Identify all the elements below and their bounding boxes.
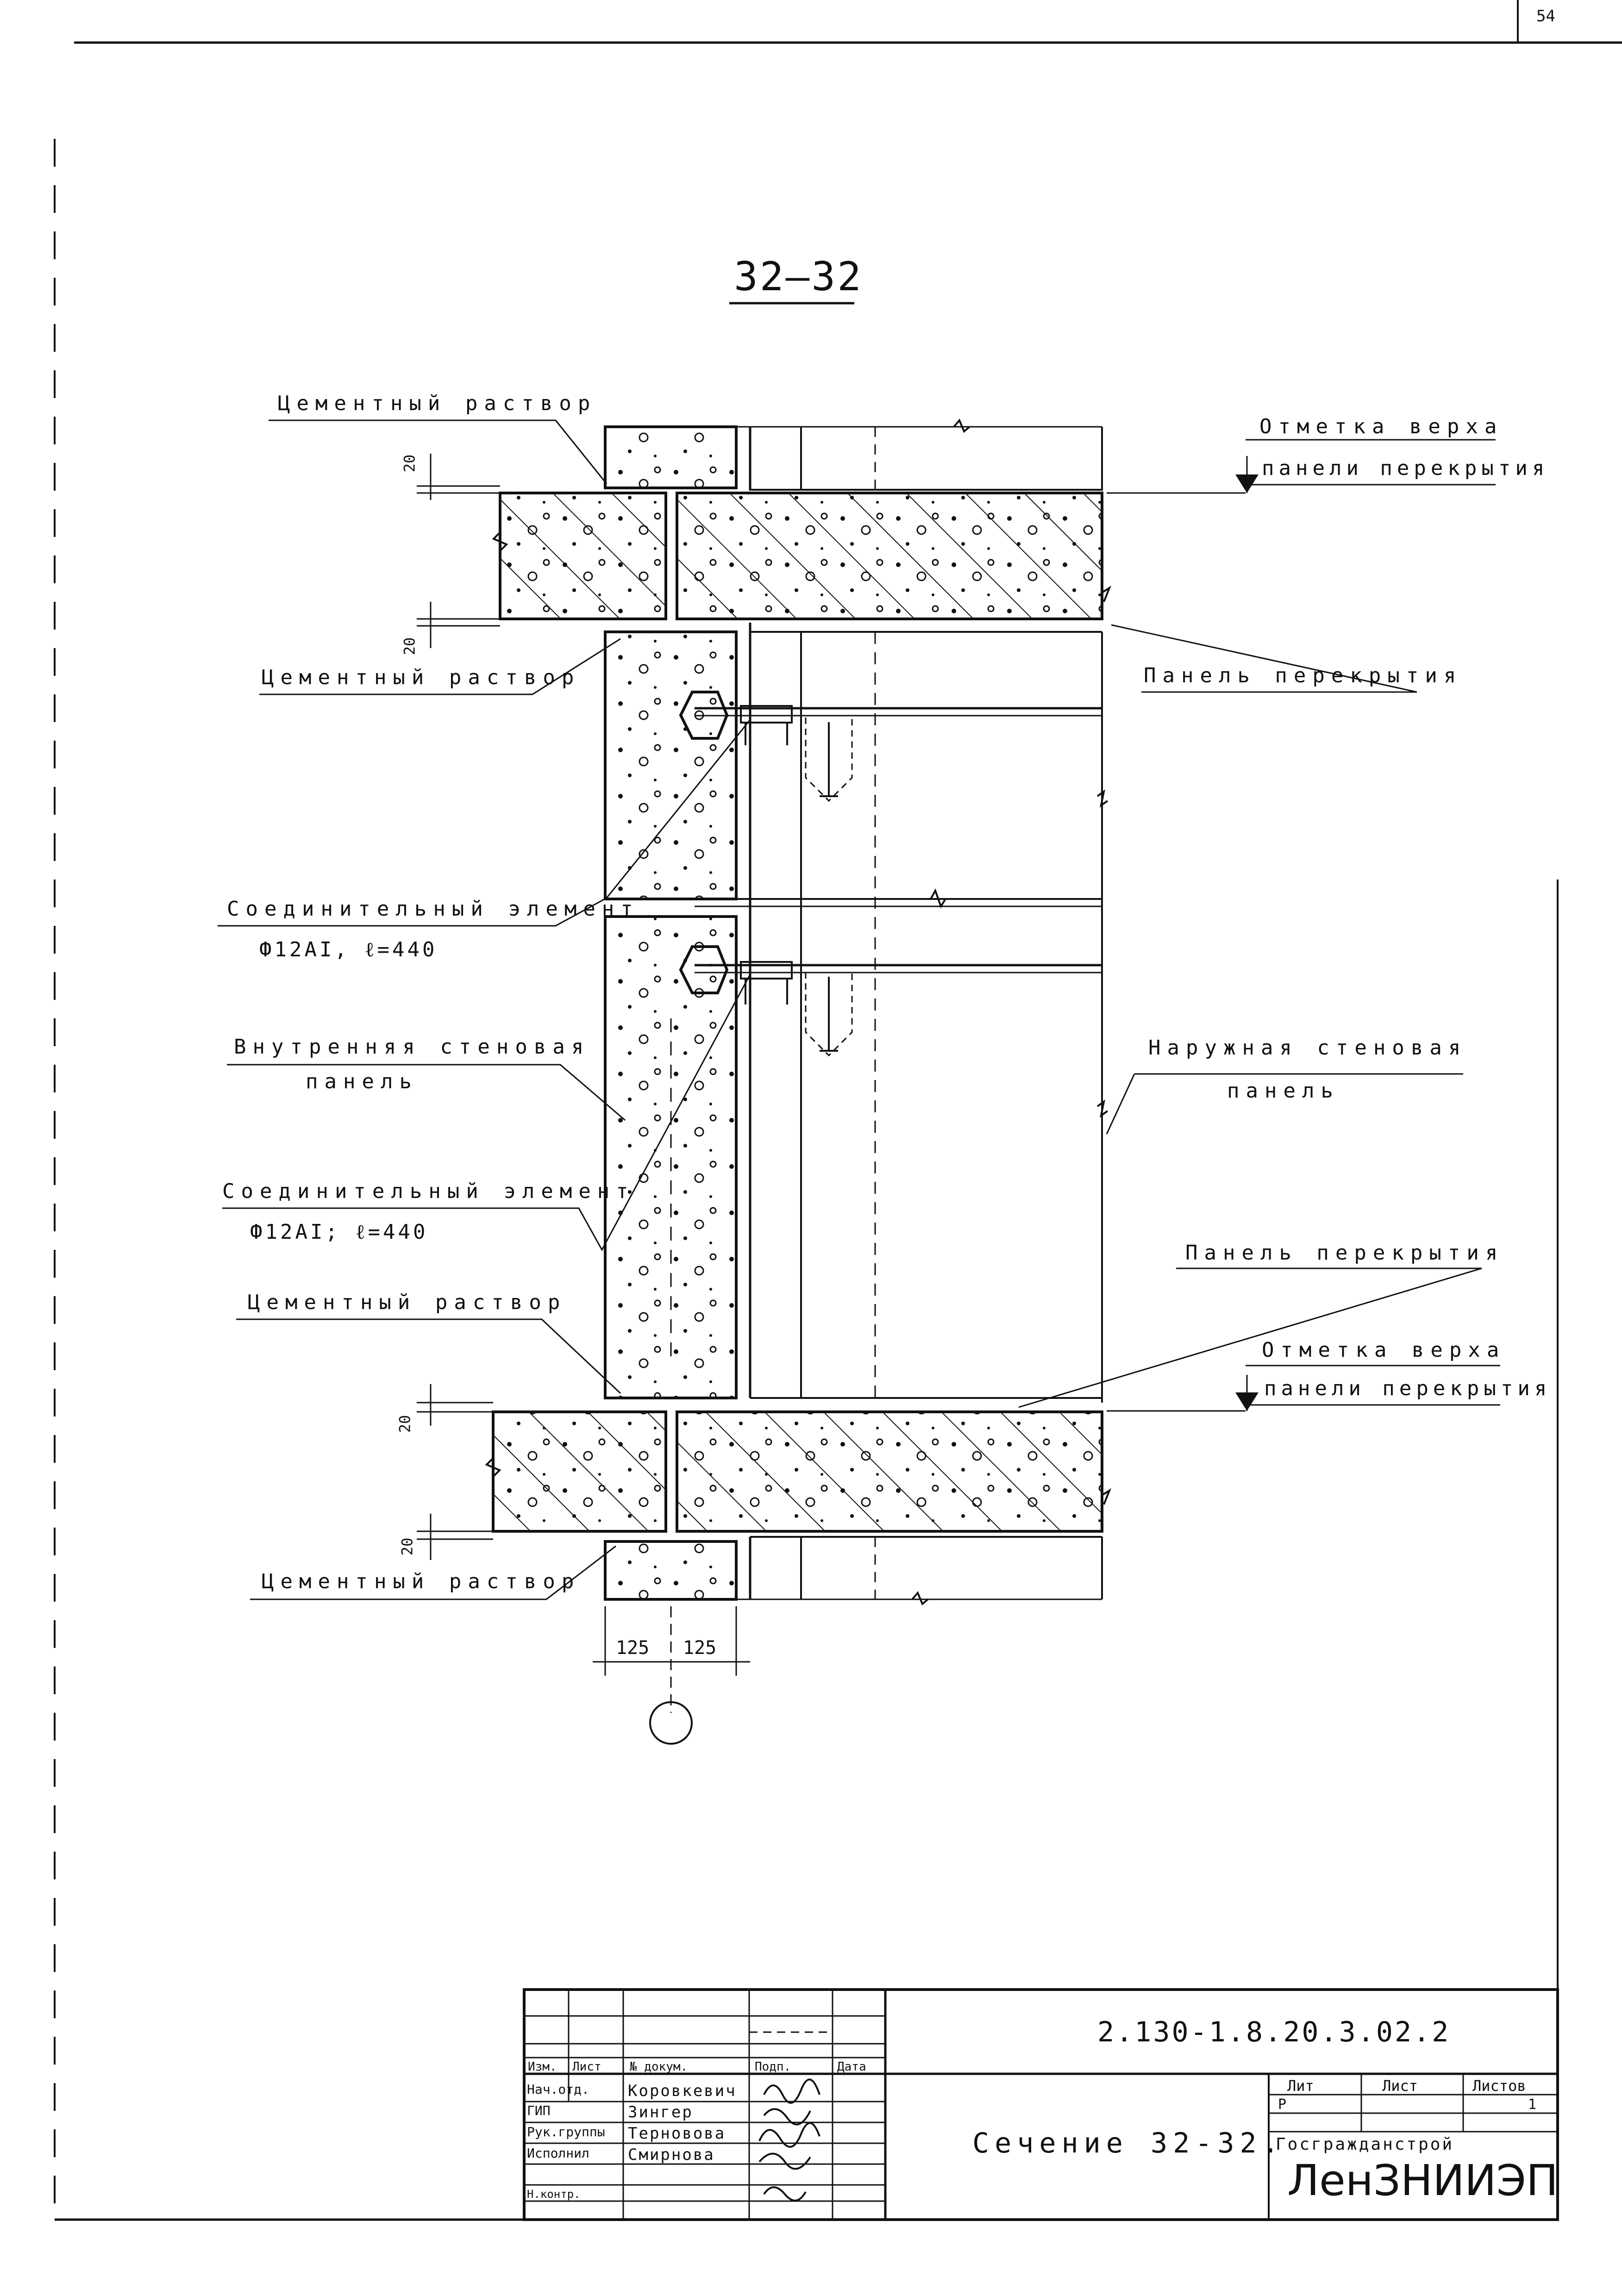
label-floor-panel-2: Панель перекрытия xyxy=(1185,1241,1504,1265)
name-1: Коровкевич xyxy=(628,2082,737,2100)
anchor-plate-upper xyxy=(679,691,729,740)
col-sign: Подп. xyxy=(755,2060,791,2074)
role-1: Нач.отд. xyxy=(527,2082,589,2097)
label-connector-2: Соединительный элемент xyxy=(222,1179,635,1203)
anchor-plate-lower xyxy=(679,945,729,994)
name-3: Терновова xyxy=(628,2124,726,2143)
col-doc: № докум. xyxy=(630,2060,688,2074)
label-elevation-top-2: Отметка верха xyxy=(1262,1338,1506,1362)
stage-value: Р xyxy=(1278,2096,1287,2113)
label-cement-mortar-2: Цементный раствор xyxy=(262,666,581,689)
name-2: Зингер xyxy=(628,2103,693,2121)
sheets-total: 1 xyxy=(1528,2096,1537,2113)
org-top: Госгражданстрой xyxy=(1276,2135,1454,2154)
label-outer-panel-1: Наружная стеновая xyxy=(1148,1036,1467,1060)
label-cement-mortar-1: Цементный раствор xyxy=(278,392,597,415)
role-4: Исполнил xyxy=(527,2146,589,2161)
org-name: ЛенЗНИИЭП xyxy=(1287,2156,1559,2205)
label-outer-panel-2: панель xyxy=(1227,1079,1340,1103)
label-connector-1: Соединительный элемент xyxy=(227,897,639,921)
label-connector-1-spec: Ф12АI, ℓ=440 xyxy=(259,938,438,961)
label-connector-2-spec: Ф12АI; ℓ=440 xyxy=(250,1220,428,1244)
name-4: Смирнова xyxy=(628,2146,715,2164)
dim-20-b: 20 xyxy=(401,637,419,655)
stage-header: Лит xyxy=(1287,2077,1314,2095)
label-cement-mortar-3: Цементный раствор xyxy=(248,1291,567,1314)
title-block-grid xyxy=(523,1988,1559,2221)
label-floor-panel-1: Панель перекрытия xyxy=(1144,664,1463,687)
dim-125-right: 125 xyxy=(683,1637,717,1659)
document-code: 2.130-1.8.20.3.02.2 xyxy=(1097,2016,1451,2048)
dim-20-d: 20 xyxy=(398,1537,416,1556)
dim-125-left: 125 xyxy=(616,1637,650,1659)
page-number: 54 xyxy=(1536,7,1555,25)
label-inner-panel-2: панель xyxy=(306,1070,418,1093)
sheet-header: Лист xyxy=(1382,2077,1418,2095)
role-3: Рук.группы xyxy=(527,2124,605,2140)
lower-wall-stub xyxy=(604,1540,738,1601)
signatures xyxy=(758,2078,820,2202)
dim-20-a: 20 xyxy=(401,454,419,473)
sheet-title: Сечение 32-32. xyxy=(972,2127,1284,2159)
col-date: Дата xyxy=(837,2060,866,2074)
col-izm: Изм. xyxy=(528,2060,557,2074)
inner-wall-upper xyxy=(604,630,738,900)
section-title: 32–32 xyxy=(734,254,863,300)
label-cement-mortar-4: Цементный раствор xyxy=(262,1570,581,1593)
axis-marker xyxy=(649,1701,693,1745)
label-inner-panel-1: Внутренняя стеновая xyxy=(234,1035,590,1059)
role-2: ГИП xyxy=(527,2103,551,2118)
label-elevation-bottom-2: панели перекрытия xyxy=(1264,1377,1552,1400)
col-list: Лист xyxy=(572,2060,601,2074)
sheets-header: Листов xyxy=(1472,2077,1526,2095)
dim-20-c: 20 xyxy=(396,1415,414,1433)
dim-lines-left xyxy=(417,454,500,1560)
upper-wall-stub xyxy=(604,425,738,489)
role-5: Н.контр. xyxy=(527,2188,581,2201)
label-elevation-top-1: Отметка верха xyxy=(1259,415,1503,438)
label-elevation-bottom-1: панели перекрытия xyxy=(1262,456,1549,480)
